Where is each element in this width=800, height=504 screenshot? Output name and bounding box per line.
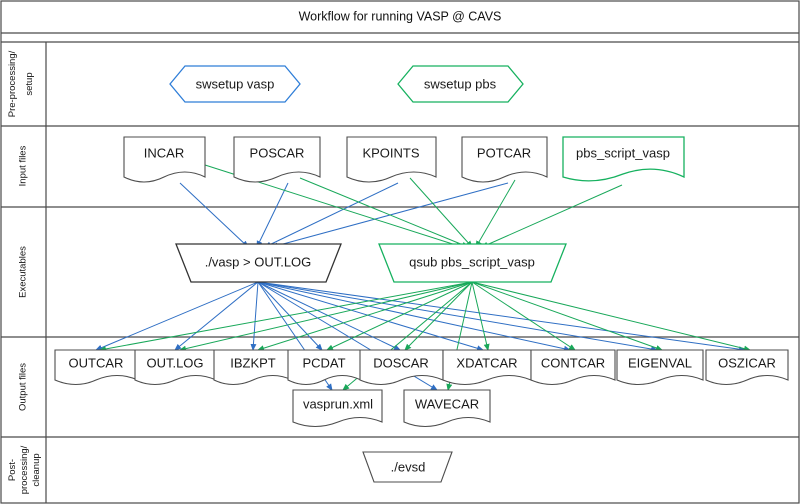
node-label: DOSCAR [373,355,429,370]
node-label: KPOINTS [362,145,419,160]
node-outcar[interactable]: OUTCAR [54,349,139,386]
node-label: OSZICAR [718,355,776,370]
node-eigenval[interactable]: EIGENVAL [616,349,704,386]
lane-label-line: Pre-processing/ [7,50,18,117]
node-wavecar[interactable]: WAVECAR [403,389,491,428]
node-doscar[interactable]: DOSCAR [359,349,444,386]
node-swsetup-pbs[interactable]: swsetup pbs [397,65,524,103]
node-label: IBZKPT [230,355,276,370]
node-oszicar[interactable]: OSZICAR [705,349,789,386]
svg-text:Pre-processing/: Pre-processing/ [7,50,18,117]
node-evsd[interactable]: ./evsd [362,451,453,483]
node-xdatcar[interactable]: XDATCAR [442,349,532,386]
node-label: EIGENVAL [628,355,692,370]
node-qsub-pbs-script[interactable]: qsub pbs_script_vasp [378,243,567,283]
node-label: pbs_script_vasp [576,145,670,160]
diagram-title: Workflow for running VASP @ CAVS [299,9,502,23]
lane-label-executables: Executables [18,246,29,298]
lane-label-preprocessing: Pre-processing/ setup [7,50,35,117]
node-label: INCAR [144,145,184,160]
node-out-log[interactable]: OUT.LOG [134,349,217,386]
svg-text:cleanup: cleanup [31,453,42,486]
node-incar[interactable]: INCAR [123,136,206,183]
node-label: OUT.LOG [146,355,203,370]
node-ibzkpt[interactable]: IBZKPT [213,349,293,386]
node-pcdat[interactable]: PCDAT [287,349,362,386]
node-pbs-script-vasp[interactable]: pbs_script_vasp [562,136,685,182]
svg-text:processing/: processing/ [19,445,30,494]
lane-label-input-files: Input files [18,145,29,186]
node-label: OUTCAR [69,355,124,370]
node-potcar[interactable]: POTCAR [461,136,548,183]
node-vasprun-xml[interactable]: vasprun.xml [292,389,383,428]
node-label: POSCAR [250,145,305,160]
node-poscar[interactable]: POSCAR [233,136,321,183]
lane-label-output-files: Output files [18,363,29,411]
lane-label-postprocessing: Post- processing/ cleanup [7,445,42,494]
edges-executables-to-outputs [95,281,751,391]
node-label: swsetup vasp [196,76,275,91]
node-label: swsetup pbs [424,76,497,91]
node-label: ./evsd [391,459,426,474]
node-vasp-run[interactable]: ./vasp > OUT.LOG [175,243,342,283]
node-swsetup-vasp[interactable]: swsetup vasp [169,65,301,103]
node-label: XDATCAR [456,355,517,370]
node-label: CONTCAR [541,355,605,370]
node-kpoints[interactable]: KPOINTS [346,136,437,183]
node-label: POTCAR [477,145,531,160]
svg-text:Post-: Post- [7,459,18,481]
node-label: WAVECAR [415,396,479,411]
node-contcar[interactable]: CONTCAR [530,349,616,386]
node-label: vasprun.xml [303,396,373,411]
node-label: PCDAT [302,355,345,370]
svg-text:setup: setup [24,72,35,95]
node-label: qsub pbs_script_vasp [409,254,535,269]
node-label: ./vasp > OUT.LOG [205,254,312,269]
